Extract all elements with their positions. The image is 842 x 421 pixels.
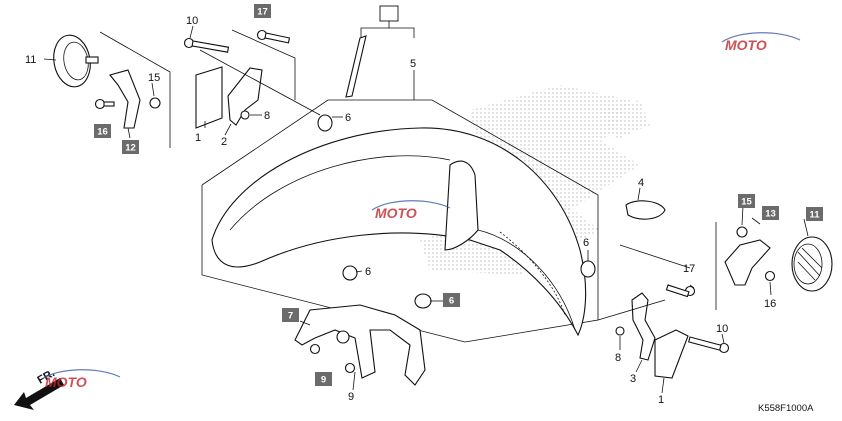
box-callout-11-right: 11	[806, 207, 823, 221]
svg-text:MOTO: MOTO	[725, 37, 767, 53]
callout-8-top: 8	[264, 110, 270, 122]
bolt-10-top	[183, 37, 230, 53]
frame-lines	[99, 29, 717, 321]
bolt-17-top	[256, 29, 291, 44]
bolt-9-b	[344, 362, 356, 374]
bolt-17-right	[665, 284, 696, 298]
front-fender	[211, 127, 587, 337]
svg-text:16: 16	[97, 127, 108, 138]
reflector-bracket-lower	[631, 292, 656, 361]
callout-6-b: 6	[365, 266, 371, 278]
callout-6-a: 6	[345, 112, 351, 124]
reflector-rect-top	[195, 66, 223, 129]
grommet-6-b	[342, 265, 358, 281]
fender-brace	[294, 304, 426, 386]
diagram-code: K558F1000A	[758, 403, 814, 414]
leader-lines	[43, 21, 809, 394]
grommet-6-c	[414, 293, 432, 309]
box-callout-6-c: 6	[443, 293, 460, 307]
grommet-6-a	[317, 114, 333, 132]
callout-9-b: 9	[348, 391, 354, 403]
callout-5: 5	[410, 58, 416, 70]
bolt-10-lower	[688, 336, 730, 354]
assembly-outline	[201, 99, 599, 343]
empty-callout-box	[379, 5, 399, 22]
callout-1-lower: 1	[658, 394, 664, 406]
boxed-callouts: 17 16 12 6 15 13 11 7	[94, 4, 823, 386]
callout-2: 2	[221, 136, 227, 148]
callout-3: 3	[630, 373, 636, 385]
box-callout-7: 7	[282, 308, 299, 322]
box-callout-16-left: 16	[94, 124, 111, 138]
reflector-bracket-left	[109, 69, 141, 129]
box-callout-9-a: 9	[315, 372, 332, 386]
svg-text:11: 11	[809, 210, 820, 221]
brand-watermarks: MOTO MOTO MOTO	[41, 32, 801, 390]
box-callout-17-top: 17	[254, 4, 271, 18]
callout-11-left: 11	[25, 54, 36, 66]
reflector-bracket-top	[227, 67, 263, 126]
svg-text:MOTO: MOTO	[45, 374, 87, 390]
callout-16-right: 16	[764, 298, 776, 310]
svg-text:12: 12	[125, 143, 136, 154]
reflector-right	[791, 236, 833, 292]
fender-strip	[345, 35, 367, 98]
box-callout-15-right: 15	[738, 194, 755, 208]
callout-17-right: 17	[683, 263, 695, 275]
reflector-rect-lower	[654, 329, 689, 379]
svg-text:MOTO: MOTO	[375, 205, 417, 221]
svg-text:13: 13	[765, 209, 776, 220]
reflector-bracket-right	[724, 239, 771, 286]
bolt-9-a	[309, 343, 321, 355]
bolt-16-right	[764, 270, 776, 282]
callout-1-top: 1	[195, 132, 201, 144]
svg-text:7: 7	[288, 311, 293, 322]
box-callout-12: 12	[122, 140, 139, 154]
svg-text:17: 17	[257, 7, 268, 18]
callout-10-lower: 10	[716, 323, 728, 335]
callout-15-left: 15	[148, 72, 160, 84]
svg-text:6: 6	[449, 296, 454, 307]
reflector-left	[53, 34, 99, 88]
nut-8-top	[240, 110, 250, 120]
nut-15-right	[736, 226, 748, 238]
callout-4: 4	[638, 177, 644, 189]
callout-8-lower: 8	[615, 352, 621, 364]
nut-8-lower	[615, 326, 625, 336]
box-callout-13: 13	[762, 206, 779, 220]
callout-6-d: 6	[583, 237, 589, 249]
grommet-6-d	[580, 260, 596, 278]
callouts: 10 11 15 1 2 8 6 5 4 6 6 17 16 9 10 8 3 …	[25, 15, 776, 406]
svg-text:15: 15	[741, 197, 752, 208]
bolt-16-left	[94, 98, 115, 110]
svg-text:9: 9	[321, 375, 326, 386]
callout-10-top: 10	[186, 15, 198, 27]
cable-clip	[625, 200, 666, 220]
